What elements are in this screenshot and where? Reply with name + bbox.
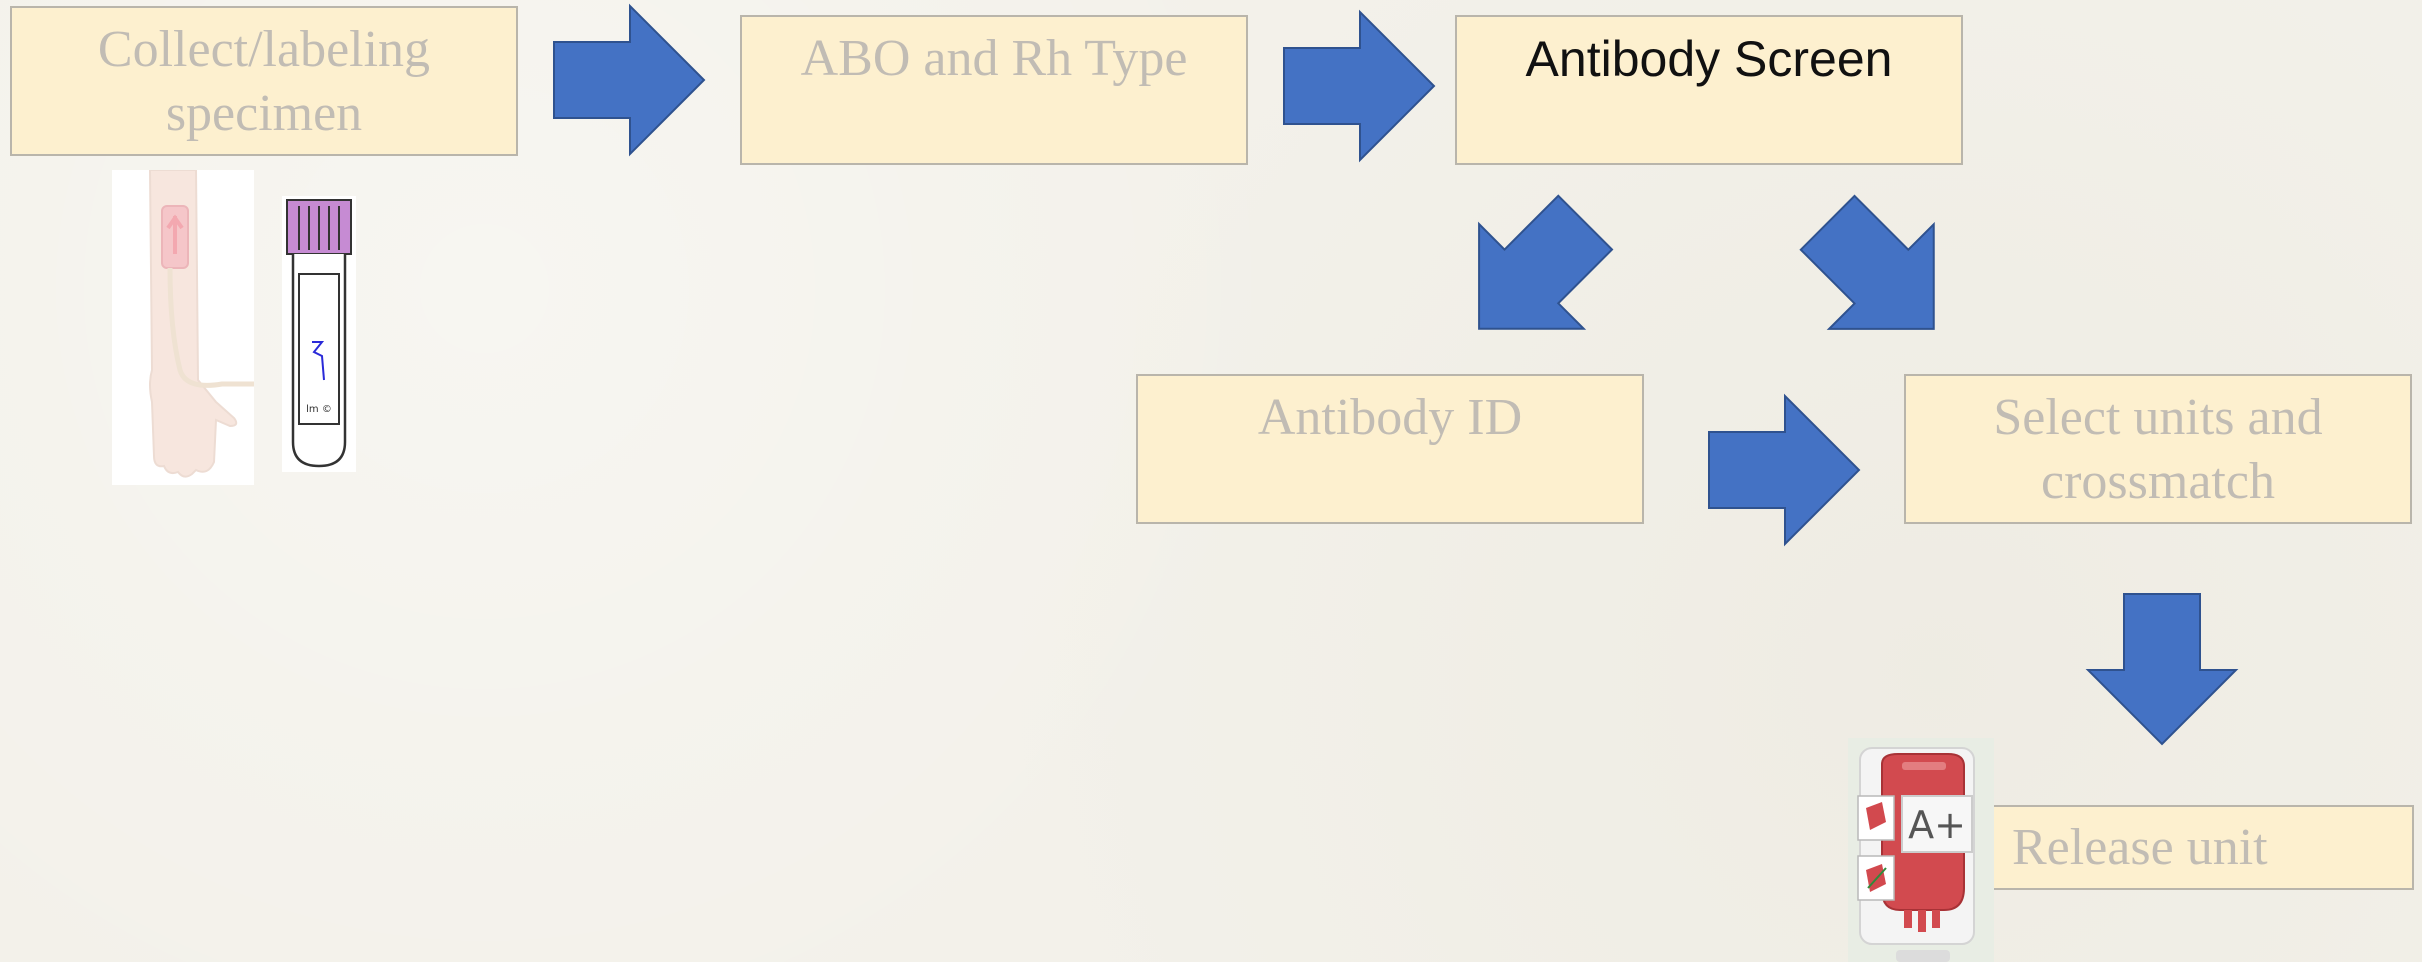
step-collect-label: Collect/labeling specimen bbox=[97, 21, 431, 142]
step-select-label: Select units and crossmatch bbox=[1993, 389, 2323, 510]
step-abo-label: ABO and Rh Type bbox=[800, 30, 1188, 87]
blood-type-label: A+ bbox=[1908, 803, 1966, 847]
arm-blood-draw-icon bbox=[112, 170, 254, 485]
specimen-tube-icon: lm © bbox=[282, 196, 356, 472]
step-antibody-id: Antibody ID bbox=[1136, 374, 1644, 524]
step-screen-label: Antibody Screen bbox=[1525, 31, 1893, 87]
arrow-down-right-icon bbox=[1799, 194, 1935, 330]
step-release-label: Release unit bbox=[2012, 818, 2268, 876]
blood-bag-icon: A+ bbox=[1848, 738, 1994, 962]
arrow-down-left-icon bbox=[1478, 194, 1614, 330]
arrow-right-icon bbox=[1283, 9, 1436, 163]
step-antibody-screen: Antibody Screen bbox=[1455, 15, 1963, 165]
arrow-down-icon bbox=[2085, 593, 2239, 746]
step-release-unit: Release unit bbox=[1992, 805, 2414, 890]
step-select-units-crossmatch: Select units and crossmatch bbox=[1904, 374, 2412, 524]
step-abo-rh-type: ABO and Rh Type bbox=[740, 15, 1248, 165]
step-collect-labeling-specimen: Collect/labeling specimen bbox=[10, 6, 518, 156]
arrow-right-icon bbox=[553, 3, 706, 157]
arrow-right-icon bbox=[1708, 393, 1861, 547]
tube-label: lm © bbox=[306, 404, 332, 415]
step-id-label: Antibody ID bbox=[1257, 389, 1523, 446]
